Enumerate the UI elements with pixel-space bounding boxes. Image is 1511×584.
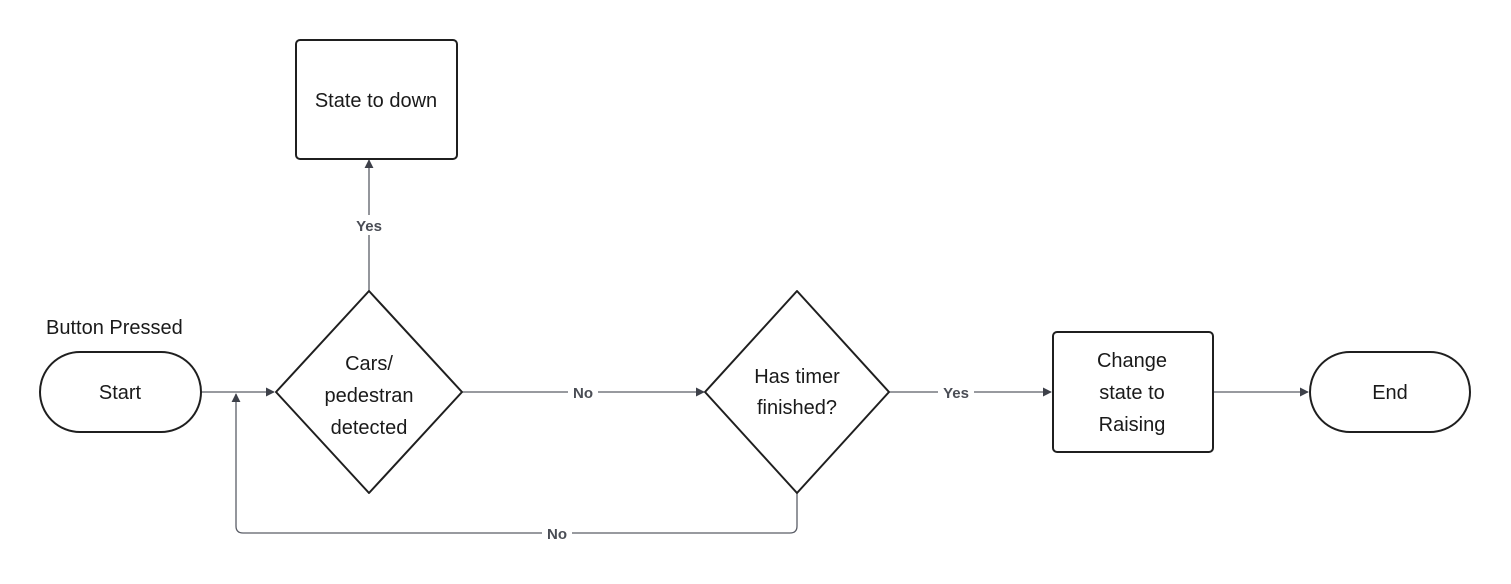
button-pressed-annotation: Button Pressed (46, 317, 183, 339)
timer-label-line-1: Has timer (754, 366, 840, 388)
detect-decision-node: Cars/ pedestran detected (275, 290, 463, 494)
detect-label-line-3: detected (331, 417, 408, 439)
timer-label-line-2: finished? (757, 397, 837, 419)
edge-label-timer-yes: Yes (943, 385, 969, 402)
detect-label-line-2: pedestran (325, 385, 414, 407)
edge-label-detect-yes: Yes (356, 218, 382, 235)
change-state-label-line-1: Change (1097, 350, 1167, 372)
edge-labels: Yes No Yes No (352, 215, 974, 543)
timer-decision-node: Has timer finished? (704, 290, 890, 494)
state-down-label: State to down (315, 90, 437, 112)
edge-timer-no (231, 393, 798, 534)
change-state-node: Change state to Raising (1052, 331, 1214, 453)
start-node: Start (39, 351, 202, 433)
start-label: Start (99, 382, 142, 404)
detect-label-line-1: Cars/ (345, 353, 393, 375)
change-state-label-line-2: state to (1099, 382, 1165, 404)
end-label: End (1372, 382, 1408, 404)
change-state-label-line-3: Raising (1099, 414, 1166, 436)
end-node: End (1309, 351, 1471, 433)
state-down-node: State to down (295, 39, 458, 160)
edge-label-detect-no: No (573, 385, 593, 402)
edge-label-timer-no: No (547, 526, 567, 543)
